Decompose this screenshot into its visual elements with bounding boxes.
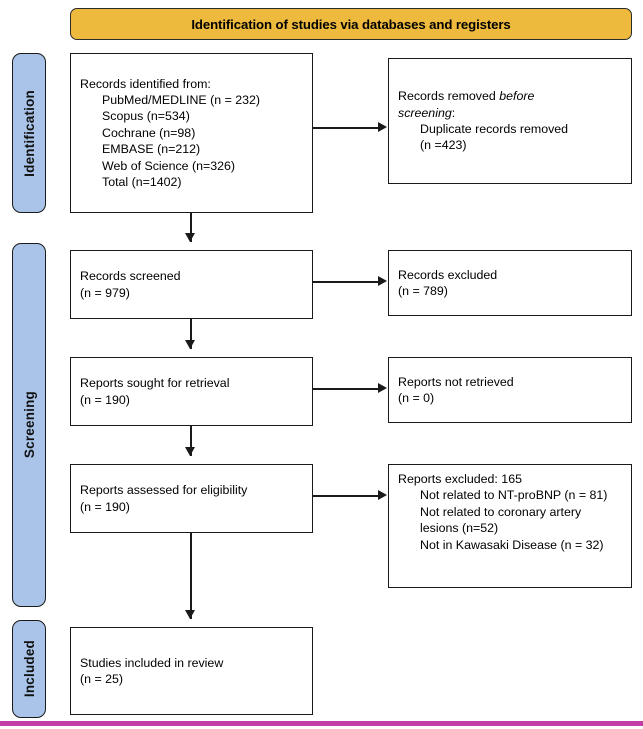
- box-records-identified: Records identified from: PubMed/MEDLINE …: [70, 53, 313, 213]
- phase-label-screening: Screening: [12, 243, 46, 607]
- box-reports-excluded: Reports excluded: 165 Not related to NT-…: [388, 464, 632, 588]
- reports-excluded-reason: Not related to coronary artery lesions (…: [420, 504, 585, 536]
- box-records-removed-body: Records removed before screening: Duplic…: [389, 88, 631, 154]
- box-reports-sought-body: Reports sought for retrieval (n = 190): [71, 375, 312, 408]
- duplicate-records-removed-count: (n =423): [420, 138, 467, 153]
- connector-assessed-to-reports-excluded: [313, 495, 379, 497]
- box-reports-excluded-body: Reports excluded: 165 Not related to NT-…: [389, 465, 631, 553]
- reports-sought-label: Reports sought for retrieval: [80, 376, 230, 391]
- records-removed-line2-post: :: [451, 105, 456, 120]
- records-identified-item: Total (n=1402): [102, 175, 182, 190]
- records-screened-count: (n = 979): [80, 285, 130, 300]
- records-removed-line1-pre: Records removed: [398, 89, 500, 104]
- records-excluded-label: Records excluded: [398, 267, 498, 282]
- box-records-screened-body: Records screened (n = 979): [71, 268, 312, 301]
- reports-excluded-reason: Not related to NT-proBNP (n = 81): [420, 488, 608, 503]
- records-screened-label: Records screened: [80, 269, 181, 284]
- box-reports-sought: Reports sought for retrieval (n = 190): [70, 357, 313, 426]
- arrow-right-icon: [378, 490, 387, 500]
- connector-assessed-to-included: [190, 533, 192, 619]
- connector-screened-to-sought: [190, 319, 192, 349]
- reports-not-retrieved-count: (n = 0): [398, 391, 435, 405]
- studies-included-count: (n = 25): [80, 672, 124, 686]
- arrow-right-icon: [378, 383, 387, 393]
- arrow-down-icon: [185, 447, 195, 456]
- box-studies-included-body: Studies included in review (n = 25): [71, 655, 312, 688]
- records-identified-item: Web of Science (n=326): [102, 158, 236, 173]
- reports-not-retrieved-label: Reports not retrieved: [398, 374, 514, 389]
- connector-screened-to-excluded: [313, 281, 379, 283]
- records-identified-heading: Records identified from:: [80, 76, 211, 91]
- phase-label-screening-text: Screening: [21, 391, 37, 459]
- box-records-removed: Records removed before screening: Duplic…: [388, 58, 632, 184]
- studies-included-label: Studies included in review: [80, 655, 224, 670]
- arrow-down-icon: [185, 340, 195, 349]
- records-identified-item: Scopus (n=534): [102, 109, 190, 124]
- reports-assessed-count: (n = 190): [80, 499, 130, 514]
- box-reports-not-retrieved-body: Reports not retrieved (n = 0): [389, 374, 631, 407]
- arrow-right-icon: [378, 276, 387, 286]
- duplicate-records-removed-label: Duplicate records removed: [420, 122, 569, 136]
- box-reports-not-retrieved: Reports not retrieved (n = 0): [388, 357, 632, 423]
- phase-label-identification: Identification: [12, 53, 46, 213]
- connector-sought-to-not-retrieved: [313, 388, 379, 390]
- box-records-identified-body: Records identified from: PubMed/MEDLINE …: [71, 76, 312, 191]
- records-removed-line1-emphasis: before: [499, 89, 535, 104]
- arrow-down-icon: [185, 233, 195, 242]
- box-records-screened: Records screened (n = 979): [70, 250, 313, 319]
- diagram-banner: Identification of studies via databases …: [70, 8, 632, 40]
- box-reports-assessed: Reports assessed for eligibility (n = 19…: [70, 464, 313, 533]
- phase-label-included-text: Included: [21, 640, 37, 698]
- reports-assessed-label: Reports assessed for eligibility: [80, 483, 248, 498]
- banner-title: Identification of studies via databases …: [191, 16, 511, 32]
- records-removed-line2: screening:: [398, 105, 622, 121]
- arrow-right-icon: [378, 122, 387, 132]
- reports-excluded-reason: Not in Kawasaki Disease (n = 32): [420, 537, 604, 552]
- reports-excluded-heading: Reports excluded: 165: [398, 472, 522, 486]
- records-identified-item: Cochrane (n=98): [102, 125, 196, 140]
- connector-sought-to-assessed: [190, 426, 192, 456]
- reports-sought-count: (n = 190): [80, 392, 130, 407]
- records-identified-item: PubMed/MEDLINE (n = 232): [102, 92, 261, 107]
- records-excluded-count: (n = 789): [398, 284, 448, 298]
- connector-identified-to-removed: [313, 127, 379, 129]
- records-identified-item: EMBASE (n=212): [102, 142, 201, 157]
- phase-label-identification-text: Identification: [21, 89, 37, 177]
- records-removed-line2-emphasis: screening: [398, 105, 452, 120]
- phase-label-included: Included: [12, 620, 46, 718]
- bottom-accent-rule: [0, 721, 643, 726]
- box-reports-assessed-body: Reports assessed for eligibility (n = 19…: [71, 482, 312, 515]
- box-studies-included: Studies included in review (n = 25): [70, 627, 313, 715]
- arrow-down-icon: [185, 610, 195, 619]
- connector-identified-to-screened: [190, 213, 192, 242]
- box-records-excluded-body: Records excluded (n = 789): [389, 267, 631, 300]
- box-records-excluded: Records excluded (n = 789): [388, 250, 632, 316]
- records-removed-line1: Records removed before: [398, 88, 622, 104]
